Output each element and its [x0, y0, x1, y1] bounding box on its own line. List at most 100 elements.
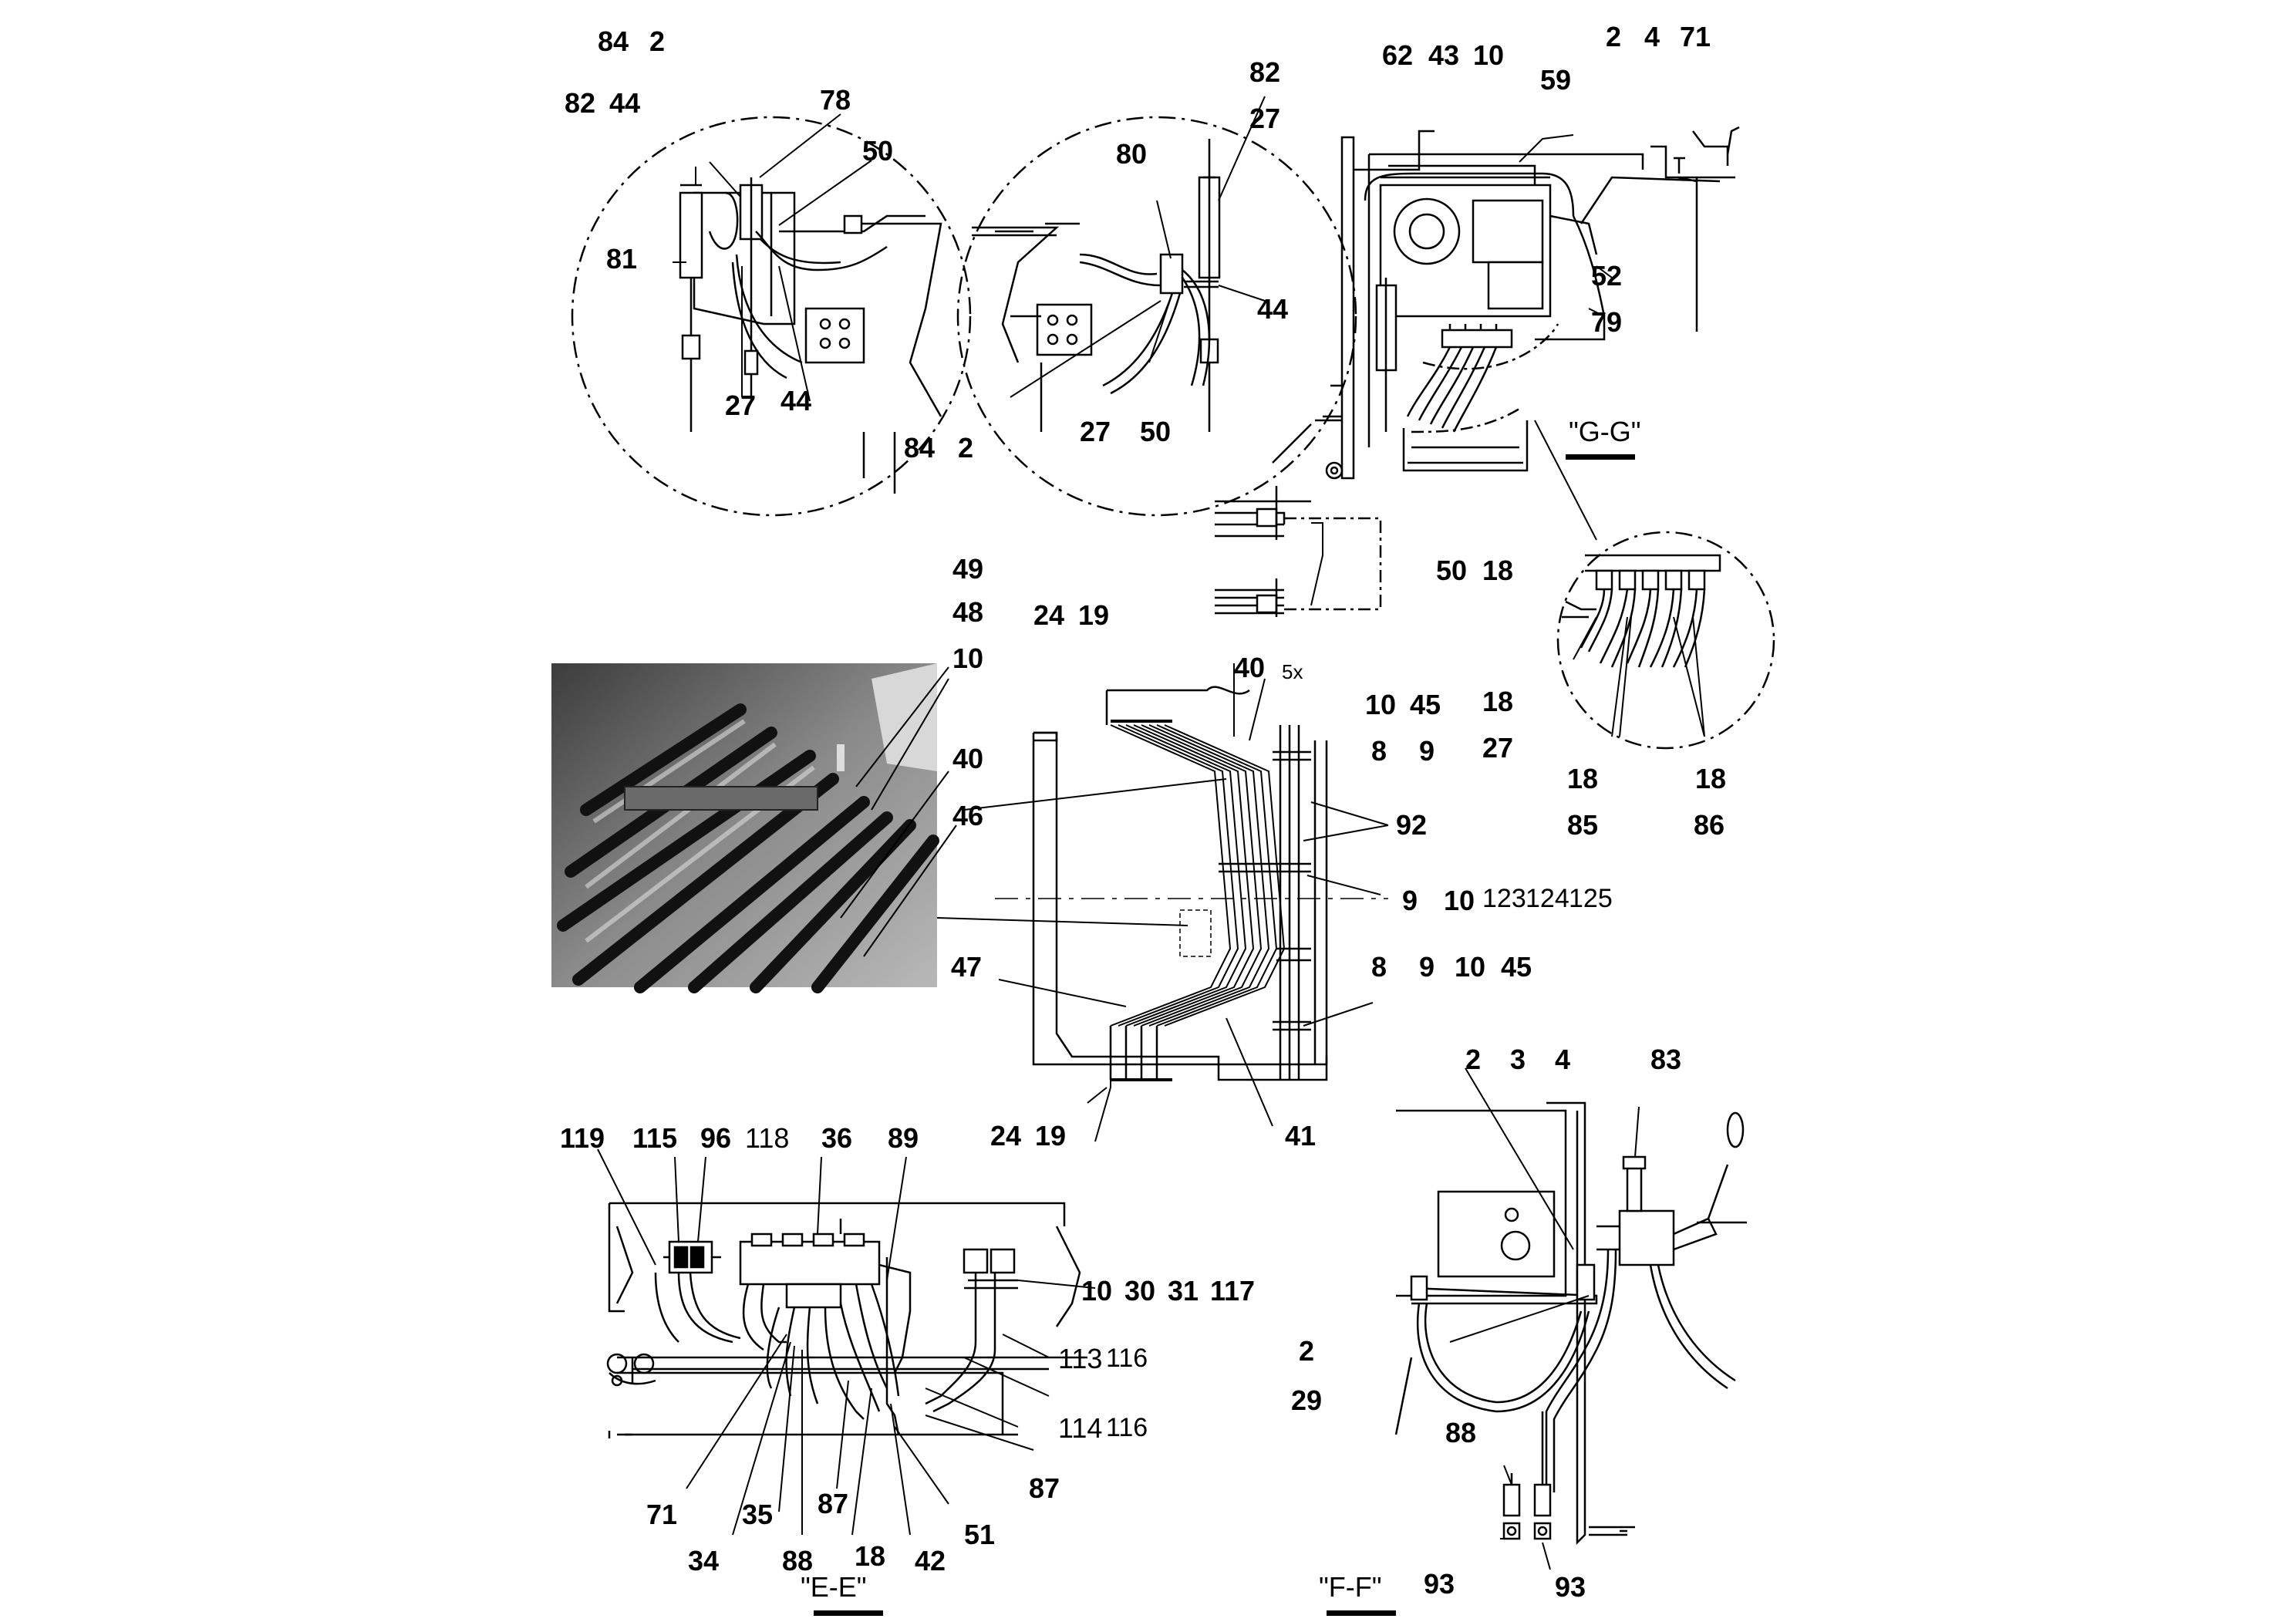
callout-label: 10	[1473, 39, 1505, 71]
callout-label: 2	[1606, 21, 1622, 52]
callout-label: 89	[888, 1122, 919, 1154]
callout-label: 119	[560, 1122, 605, 1154]
callout-label: 31	[1168, 1275, 1199, 1307]
callout-label: 10	[1365, 689, 1397, 720]
view-title-f-f: "F-F"	[1319, 1571, 1382, 1603]
callout-label: 62	[1382, 39, 1414, 71]
callout-label: 27	[725, 389, 757, 421]
view-e-underline	[814, 1610, 883, 1616]
callout-label: 116	[1106, 1344, 1148, 1373]
callout-label: 44	[1257, 293, 1289, 325]
callout-label: 87	[818, 1488, 849, 1519]
callout-label: 27	[1482, 732, 1514, 764]
callout-label: 50	[1140, 416, 1172, 447]
callout-label: 93	[1424, 1568, 1455, 1600]
callout-label: 9	[1419, 735, 1435, 767]
view-g-g-assembly	[1215, 126, 1740, 617]
callout-label: 27	[1080, 416, 1111, 447]
callout-label: 84	[598, 25, 629, 57]
callout-label: 18	[855, 1540, 886, 1572]
callout-label: 85	[1567, 809, 1599, 841]
callout-label: 115	[632, 1122, 678, 1154]
callout-label: 10	[1081, 1275, 1113, 1307]
callout-label: 35	[742, 1499, 774, 1530]
callout-label: 79	[1591, 306, 1623, 338]
callout-label: 82	[565, 87, 596, 119]
callout-label: 81	[606, 243, 638, 275]
callout-label: 50	[1436, 555, 1468, 586]
callout-label: 10	[952, 642, 984, 674]
callout-label: 10	[1455, 951, 1486, 983]
callout-label: 80	[1116, 138, 1148, 170]
callout-label: 8	[1371, 735, 1387, 767]
photo-leader-lines	[840, 666, 957, 957]
callout-label: 50	[862, 135, 894, 167]
callout-label: 19	[1035, 1120, 1067, 1152]
callout-label: 71	[646, 1499, 678, 1530]
callout-label: 92	[1396, 809, 1428, 841]
callout-label: 47	[951, 951, 983, 983]
callout-label: 43	[1428, 39, 1460, 71]
callout-label: 83	[1650, 1044, 1682, 1075]
callout-label: 46	[952, 800, 984, 831]
callout-label: 71	[1680, 21, 1711, 52]
detail-circle-left	[571, 113, 972, 517]
callout-label: 124	[1526, 884, 1569, 913]
callout-label: 96	[700, 1122, 732, 1154]
callout-label: 4	[1644, 21, 1660, 52]
callout-label: 123	[1482, 884, 1526, 913]
callout-label: 34	[688, 1545, 720, 1576]
view-title-g-g: "G-G"	[1569, 416, 1641, 447]
callout-label: 5x	[1282, 660, 1303, 683]
callout-label: 42	[915, 1545, 946, 1576]
callout-label: 40	[1234, 652, 1266, 683]
callout-label: 2	[1299, 1335, 1315, 1367]
callout-label: 44	[609, 87, 641, 119]
callout-label: 117	[1210, 1275, 1256, 1307]
callout-label: 27	[1249, 103, 1281, 134]
callout-label: 44	[781, 385, 812, 416]
callout-label: 114	[1058, 1412, 1103, 1444]
callout-label: 18	[1695, 763, 1727, 794]
callout-label: 9	[1419, 951, 1435, 983]
callout-label: 10	[1444, 885, 1475, 916]
callout-label: 116	[1106, 1413, 1148, 1442]
callout-label: 118	[745, 1122, 790, 1154]
callout-label: 88	[1445, 1417, 1477, 1448]
callout-label: 93	[1555, 1571, 1586, 1603]
callout-label: 125	[1569, 884, 1613, 913]
callout-label: 24	[990, 1120, 1022, 1152]
callout-label: 82	[1249, 56, 1281, 88]
callout-label: 8	[1371, 951, 1387, 983]
callout-label: 48	[952, 596, 984, 628]
callout-label: 9	[1402, 885, 1418, 916]
callout-label: 19	[1078, 599, 1110, 631]
callout-label: 18	[1567, 763, 1599, 794]
callout-label: 41	[1285, 1120, 1317, 1152]
callout-label: 88	[782, 1545, 814, 1576]
callout-label: 29	[1291, 1384, 1323, 1416]
callout-label: 40	[952, 743, 984, 774]
callout-label: 36	[821, 1122, 853, 1154]
callout-label: 45	[1410, 689, 1441, 720]
callout-label: 3	[1510, 1044, 1526, 1075]
hose-routing-middle	[963, 663, 1389, 1142]
callout-label: 113	[1058, 1343, 1103, 1374]
detail-circle-middle	[956, 96, 1357, 517]
callout-label: 52	[1591, 260, 1623, 292]
view-title-e-e: "E-E"	[801, 1571, 867, 1603]
callout-label: 18	[1482, 555, 1514, 586]
callout-label: 49	[952, 553, 984, 585]
callout-label: 30	[1124, 1275, 1156, 1307]
callout-label: 24	[1033, 599, 1065, 631]
view-e-e-assembly	[597, 1148, 1096, 1536]
callout-label: 87	[1029, 1472, 1060, 1504]
callout-label: 2	[958, 432, 974, 464]
callout-label: 4	[1555, 1044, 1571, 1075]
callout-label: 86	[1694, 809, 1725, 841]
callout-label: 84	[904, 432, 936, 464]
callout-label: 45	[1501, 951, 1532, 983]
callout-label: 18	[1482, 686, 1514, 717]
view-f-f-assembly	[1394, 1067, 1747, 1570]
